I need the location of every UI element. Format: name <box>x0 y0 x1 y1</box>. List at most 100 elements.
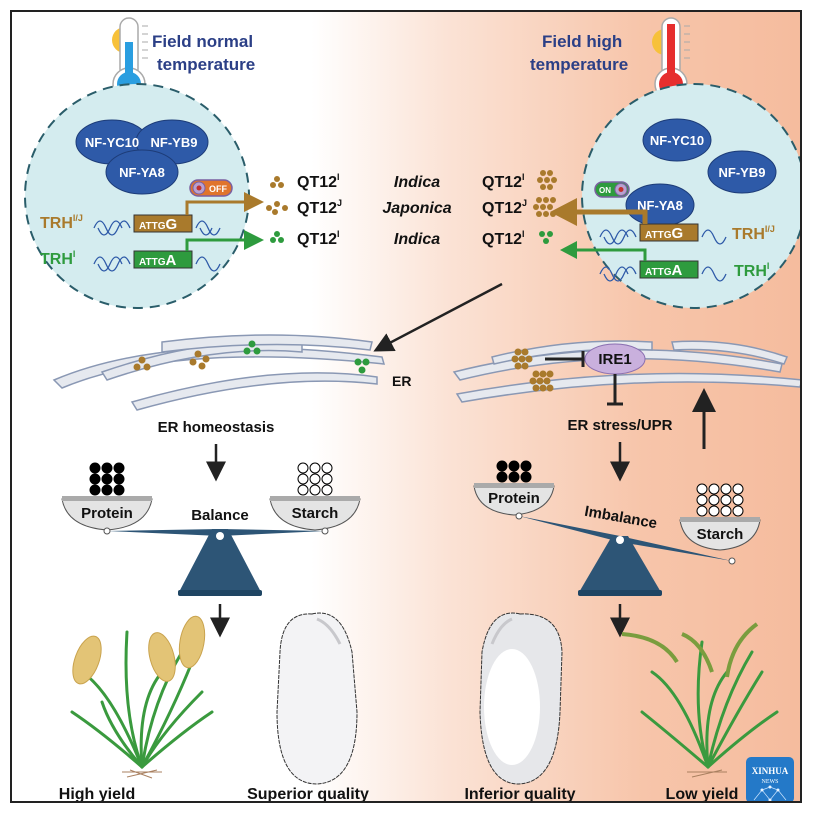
rice-grain-inferior-icon <box>479 612 563 785</box>
high-yield-label: High yield <box>59 786 135 803</box>
er-stress <box>452 340 800 403</box>
starch-dot <box>732 494 744 506</box>
left-condition-title-2: temperature <box>157 55 255 74</box>
protein-dot <box>113 462 125 474</box>
watermark-line1: XINHUA <box>752 766 789 776</box>
right-condition-title-2: temperature <box>530 55 628 74</box>
protein-dot <box>496 460 508 472</box>
starch-dot <box>309 462 321 474</box>
scale-balance: Protein Starch Balance <box>61 462 361 596</box>
starch-pan-label-left: Starch <box>292 505 339 522</box>
er-normal <box>52 334 386 411</box>
starch-dots-right <box>696 483 744 517</box>
er-label: ER <box>392 373 411 389</box>
starch-dot <box>696 494 708 506</box>
rice-grain-superior-icon <box>276 612 358 785</box>
subspecies-label: Japonica <box>382 200 451 217</box>
starch-dots-left <box>297 462 333 496</box>
nf-y-complex-normal: NF-YC10 NF-YB9 NF-YA8 <box>75 119 209 195</box>
switch-off-label: OFF <box>209 184 227 194</box>
starch-dot <box>696 483 708 495</box>
protein-dot <box>89 473 101 485</box>
protein-dot <box>101 462 113 474</box>
diagram-canvas: Field normal temperature Field high temp… <box>24 17 800 803</box>
imbalance-label: Imbalance <box>583 503 658 532</box>
nf-yc10-label-high: NF-YC10 <box>650 133 704 148</box>
svg-text:ATTGG: ATTGG <box>645 225 683 242</box>
low-yield-label: Low yield <box>666 786 739 803</box>
starch-dot <box>696 505 708 517</box>
starch-dot <box>309 473 321 485</box>
subspecies-label: Indica <box>394 174 440 191</box>
svg-text:QT12I: QT12I <box>482 172 525 191</box>
starch-dot <box>708 505 720 517</box>
starch-dot <box>720 505 732 517</box>
protein-cluster-large-icon <box>533 197 556 217</box>
starch-dot <box>321 484 333 496</box>
starch-dot <box>297 462 309 474</box>
svg-text:QT12I: QT12I <box>297 172 340 191</box>
protein-cluster-small-icon <box>270 176 284 188</box>
right-condition-title-1: Field high <box>542 32 622 51</box>
svg-text:TRHI/J: TRHI/J <box>732 224 775 243</box>
gene-trh-i-normal: TRHI ATTGA <box>40 230 264 272</box>
svg-text:TRHI: TRHI <box>734 261 769 280</box>
starch-dot <box>708 483 720 495</box>
protein-cluster-small-icon <box>539 231 553 244</box>
switch-on-icon: ON <box>594 181 630 198</box>
svg-text:ATTGA: ATTGA <box>645 262 682 279</box>
nf-ya8-label-high: NF-YA8 <box>637 198 683 213</box>
qt12-table: QT12I Indica QT12I QT12J Japonica QT12J … <box>266 170 557 248</box>
protein-dot <box>113 484 125 496</box>
nf-ya8-label: NF-YA8 <box>119 165 165 180</box>
er-homeostasis-label: ER homeostasis <box>158 419 275 436</box>
starch-dot <box>321 462 333 474</box>
protein-dot <box>508 460 520 472</box>
subspecies-label: Indica <box>394 231 440 248</box>
starch-dot <box>309 484 321 496</box>
rice-plant-high-yield-icon <box>70 615 214 779</box>
protein-dot <box>89 484 101 496</box>
starch-dot <box>297 473 309 485</box>
switch-off-icon: OFF <box>189 179 233 197</box>
protein-dot <box>113 473 125 485</box>
starch-dot <box>720 494 732 506</box>
thermometer-high-icon <box>652 17 690 101</box>
protein-cluster-large-icon <box>537 170 557 190</box>
svg-text:ATTGA: ATTGA <box>139 252 176 269</box>
starch-dot <box>708 494 720 506</box>
er-stress-label: ER stress/UPR <box>567 417 672 434</box>
protein-dot <box>101 473 113 485</box>
svg-text:QT12J: QT12J <box>297 198 342 217</box>
balance-label: Balance <box>191 507 249 524</box>
starch-dot <box>297 484 309 496</box>
nf-yb9-label: NF-YB9 <box>151 135 198 150</box>
protein-dot <box>508 471 520 483</box>
starch-dot <box>732 483 744 495</box>
svg-text:ATTGG: ATTGG <box>139 216 177 233</box>
starch-dot <box>720 483 732 495</box>
rice-plant-low-yield-icon <box>621 622 779 778</box>
xinhua-news-logo: XINHUA NEWS <box>746 757 794 801</box>
nf-yb9-label-high: NF-YB9 <box>719 165 766 180</box>
svg-text:QT12J: QT12J <box>482 198 527 217</box>
nf-yc10-label: NF-YC10 <box>85 135 139 150</box>
svg-text:TRHI/J: TRHI/J <box>40 213 83 232</box>
watermark-line2: NEWS <box>762 779 779 785</box>
svg-text:QT12I: QT12I <box>482 229 525 248</box>
protein-dot <box>101 484 113 496</box>
protein-dot <box>520 471 532 483</box>
figure-frame: Field normal temperature Field high temp… <box>10 10 802 803</box>
scale-imbalance: Protein Starch Imbalance <box>473 460 761 596</box>
protein-pan-label-left: Protein <box>81 505 133 522</box>
protein-dot <box>89 462 101 474</box>
starch-pan-label-right: Starch <box>697 526 744 543</box>
svg-text:QT12I: QT12I <box>297 229 340 248</box>
protein-dot <box>496 471 508 483</box>
protein-dots-right <box>496 460 532 483</box>
protein-dots-left <box>89 462 125 496</box>
switch-on-label: ON <box>599 186 611 195</box>
superior-quality-label: Superior quality <box>247 786 369 803</box>
gene-trh-ij-normal: TRHI/J ATTGG <box>40 192 264 236</box>
gene-trh-i-high: ATTGA TRHI <box>560 241 769 282</box>
